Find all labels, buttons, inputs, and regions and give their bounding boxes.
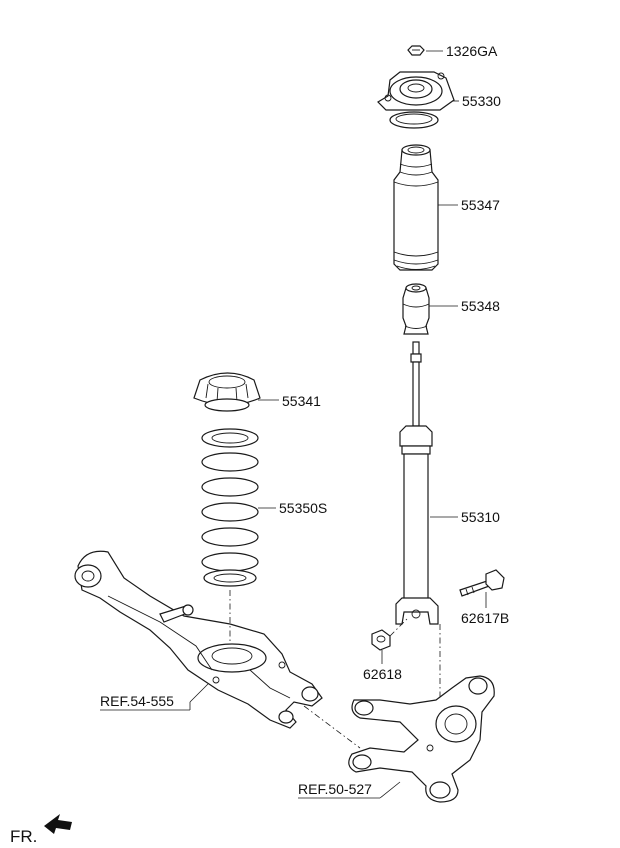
lower-arm-part[interactable] [74,550,323,729]
label-spring-pad[interactable]: 55341 [282,393,321,409]
spring-pad-part[interactable] [193,372,261,412]
label-bumper-stopper[interactable]: 55348 [461,298,500,314]
dust-cover-part[interactable] [393,144,439,271]
ref-knuckle-label[interactable]: REF.50-527 [298,781,372,797]
mount-insulator-part[interactable] [377,71,455,129]
label-coil-spring[interactable]: 55350S [279,500,327,516]
label-nut-top[interactable]: 1326GA [446,43,498,59]
knuckle-part[interactable] [348,675,495,803]
leader-ref-lower-arm [189,683,209,703]
label-shock-absorber[interactable]: 55310 [461,509,500,525]
coil-spring-part[interactable] [201,428,259,587]
nut-top-part[interactable] [407,45,425,56]
nut-bottom-part[interactable] [371,629,391,651]
label-bolt[interactable]: 62617B [461,610,509,626]
nut-bottom-axis [389,617,409,637]
shock-absorber-part[interactable] [395,341,439,625]
bolt-part[interactable] [459,569,505,597]
arm-knuckle-axis [303,705,361,749]
leader-ref-knuckle [379,781,401,799]
front-indicator-label: FR. [10,827,37,846]
label-nut-bottom[interactable]: 62618 [363,666,402,682]
front-arrow-icon [44,814,72,834]
front-indicator: FR. [10,814,72,846]
bumper-stopper-part[interactable] [402,283,430,335]
label-dust-cover[interactable]: 55347 [461,197,500,213]
label-mount-insulator[interactable]: 55330 [462,93,501,109]
ref-lower-arm-label[interactable]: REF.54-555 [100,693,174,709]
